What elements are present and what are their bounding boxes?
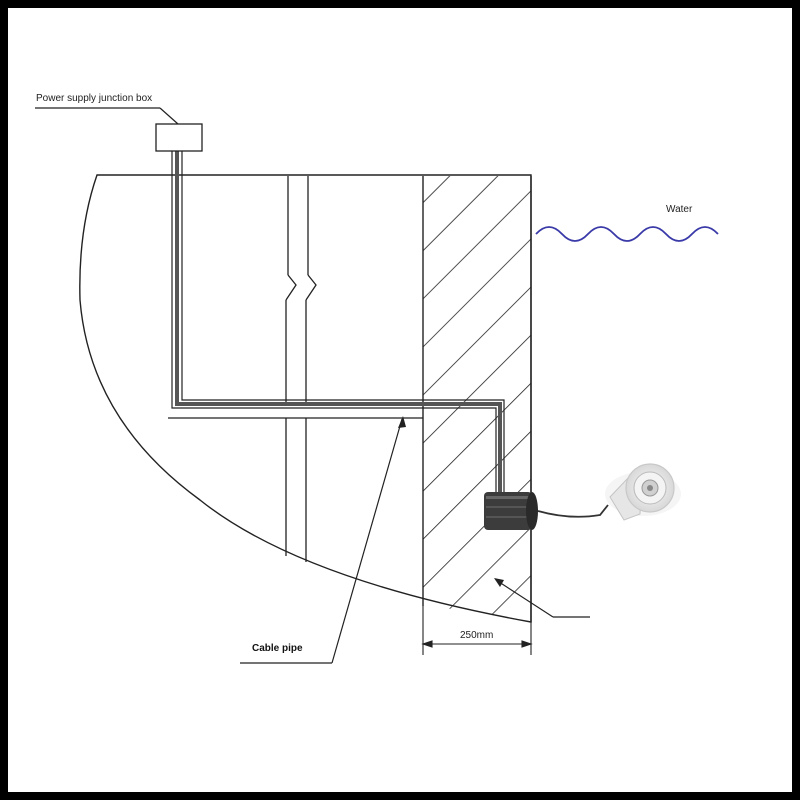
cable-pipe-route [168,150,505,498]
pool-wall-hatched [422,176,532,622]
junction-box [155,123,203,152]
leader-lines [35,107,590,664]
cable-pipe-label: Cable pipe [252,643,303,654]
pool-light-installation-diagram: Power supply junction box Water Cable pi… [35,93,719,664]
ground-outline [79,174,532,623]
junction-box-label: Power supply junction box [36,93,152,104]
light-fitting [484,492,538,530]
water-label: Water [666,204,693,215]
cable-pipe-arrowhead [398,416,406,428]
wall-arrowhead [494,578,504,587]
dimension-line [421,606,533,655]
dimension-label: 250mm [460,630,493,641]
water-wave [535,226,719,242]
diagram-canvas: Power supply junction box Water Cable pi… [8,8,792,792]
vertical-trench [285,176,317,562]
pool-lamp [605,463,681,521]
lamp-cable [537,504,609,518]
